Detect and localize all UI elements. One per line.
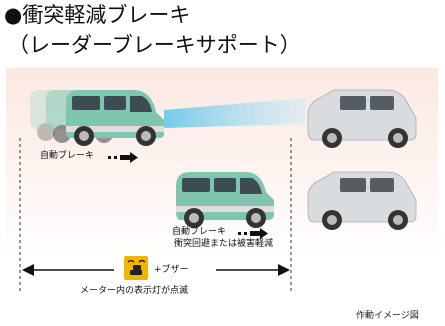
left-arrow-icon: [22, 264, 114, 276]
lead-car-middle: [307, 171, 417, 230]
meter-indicator-label: メーター内の表示灯が点滅: [80, 286, 189, 296]
right-arrow-icon: [108, 152, 138, 163]
right-arrow-icon: [216, 264, 290, 276]
own-car-braking: [66, 90, 164, 146]
lead-car-top: [307, 89, 417, 148]
buzzer-label: +ブザー: [154, 265, 189, 275]
page-subtitle: （レーダーブレーキサポート）: [8, 33, 301, 57]
right-arrow-icon: [238, 228, 268, 239]
page-title: ●衝突軽減ブレーキ: [4, 3, 191, 27]
own-car-stopped: [176, 172, 274, 228]
illustration-panel: 自動ブレーキ 自動ブレーキ 衝突回避または被害軽減 +ブザー メーター内の表示灯…: [6, 68, 438, 323]
auto-brake-label-2: 自動ブレーキ: [172, 227, 227, 237]
radar-warning-icon: [124, 256, 148, 280]
radar-beam: [164, 98, 306, 128]
image-caption: 作動イメージ図: [356, 311, 419, 321]
auto-brake-label-1: 自動ブレーキ: [40, 151, 95, 161]
operation-diagram: [19, 89, 417, 293]
collision-avoid-label: 衝突回避または被害軽減: [174, 239, 274, 249]
